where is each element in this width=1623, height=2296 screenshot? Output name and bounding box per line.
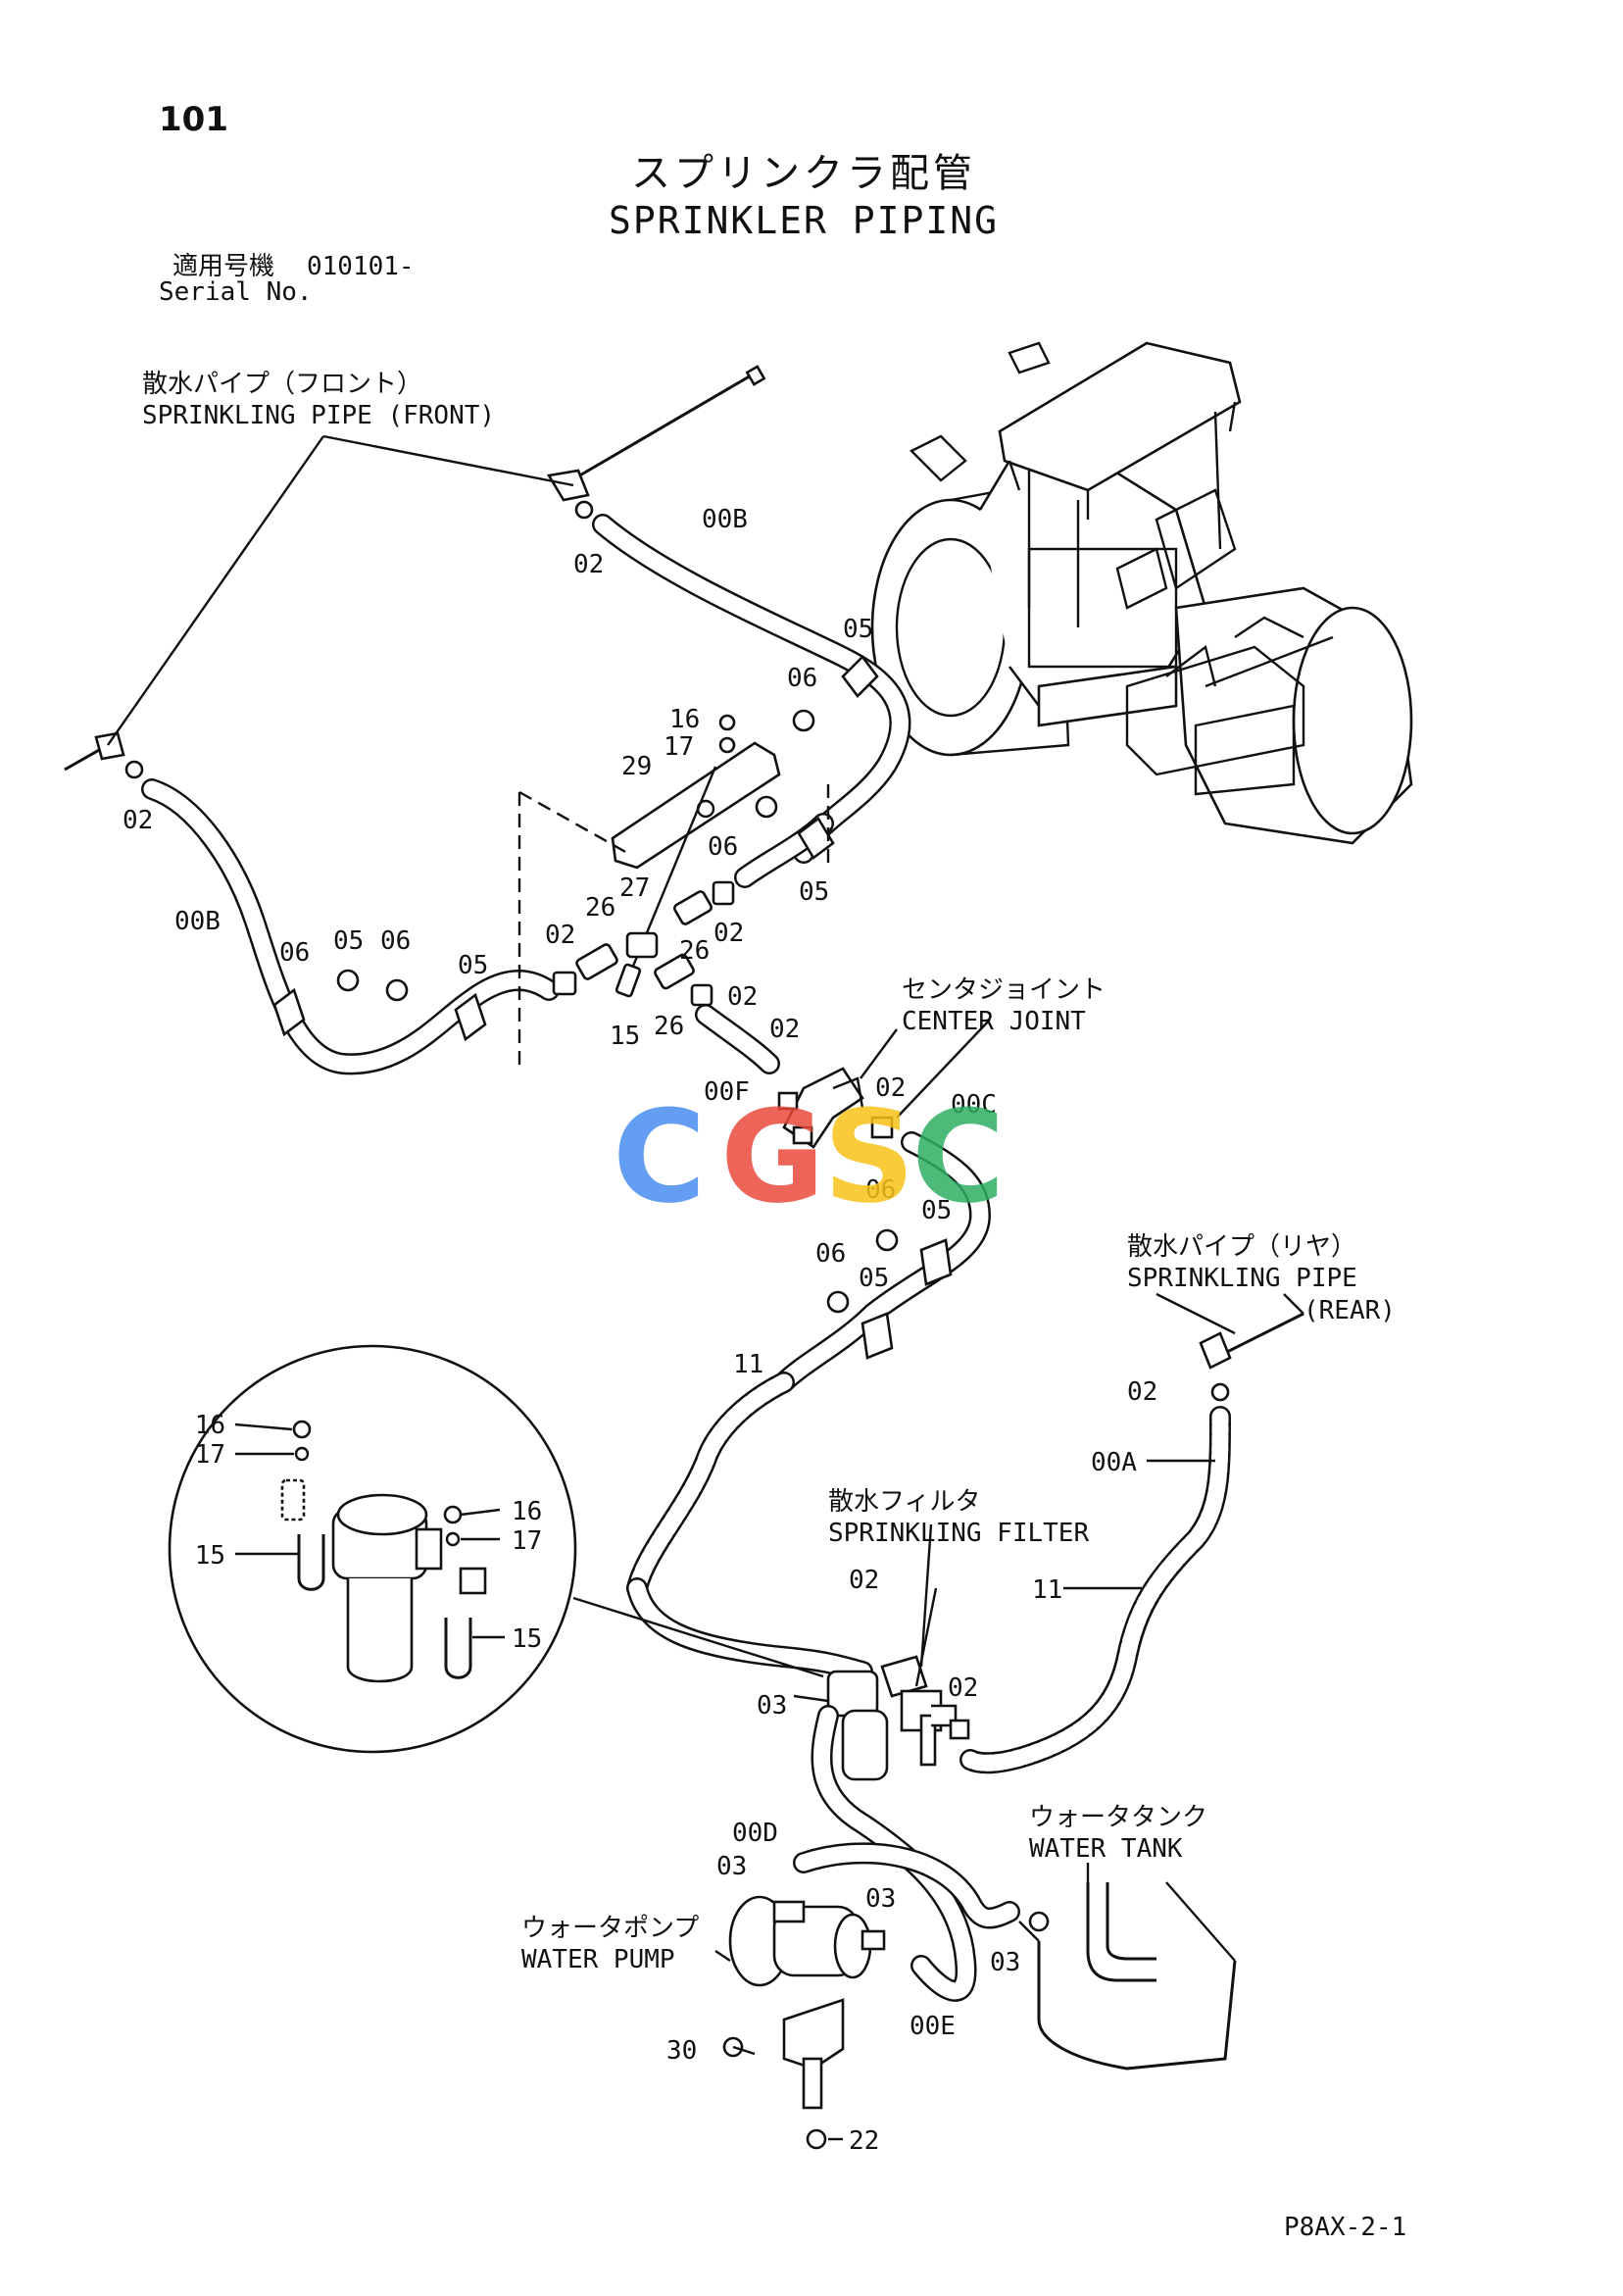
part-label: 00F (704, 1077, 750, 1107)
part-label: 02 (545, 921, 575, 950)
filter-label-japanese: 散水フィルタ (828, 1487, 980, 1517)
page-number: 101 (159, 100, 228, 139)
part-label: 02 (123, 806, 153, 835)
drawing-code: P8AX-2-1 (1284, 2213, 1406, 2242)
part-label: 00A (1091, 1448, 1137, 1477)
serial-label-japanese: 適用号機 (172, 252, 274, 281)
serial-label-english: Serial No. (159, 277, 313, 307)
cgsc-watermark: C G S C (613, 1082, 1005, 1231)
part-label: 06 (279, 938, 310, 968)
part-label: 06 (787, 664, 817, 693)
rear-pipe-label-english: SPRINKLING PIPE (1127, 1264, 1357, 1293)
filter-detail-circle (168, 1344, 577, 1754)
part-label: 05 (799, 877, 829, 907)
rear-sprinkling-pipe (1199, 1312, 1304, 1402)
part-label: 06 (815, 1239, 846, 1269)
front-sprinkling-pipe-upper (546, 365, 766, 520)
water-pump-label-english: WATER PUMP (521, 1945, 675, 1974)
part-label: 26 (585, 893, 615, 923)
rear-pipe-label-english-2: (REAR) (1303, 1296, 1396, 1325)
part-label: 06 (380, 926, 411, 956)
serial-value: 010101- (307, 252, 415, 281)
part-label: 29 (621, 752, 652, 781)
part-label: 15 (610, 1022, 640, 1051)
front-sprinkling-pipe-lower (64, 731, 144, 779)
bracket-29 (611, 741, 781, 870)
part-label: 02 (948, 1673, 978, 1703)
watermark-letter: G (720, 1082, 825, 1231)
detail-pointer (572, 1596, 824, 1678)
front-pipe-label-english: SPRINKLING PIPE (FRONT) (142, 401, 495, 430)
part-label: 02 (713, 919, 744, 948)
water-pump-label-japanese: ウォータポンプ (521, 1914, 699, 1943)
title-english: SPRINKLER PIPING (609, 199, 999, 242)
part-label: 22 (849, 2126, 879, 2156)
part-label: 26 (654, 1012, 684, 1041)
part-label: 03 (716, 1852, 747, 1881)
fitting-cluster (552, 880, 735, 1007)
part-label: 05 (333, 926, 364, 956)
rear-pipe-label-japanese: 散水パイプ（リヤ） (1127, 1232, 1356, 1262)
part-label: 17 (664, 732, 694, 762)
part-label: 02 (769, 1015, 800, 1044)
part-label: 02 (875, 1073, 906, 1103)
roller-machine-illustration (870, 341, 1413, 845)
part-label: 00B (702, 505, 748, 534)
watermark-letter: S (823, 1082, 915, 1231)
water-tank-label-english: WATER TANK (1029, 1834, 1183, 1864)
part-label: 15 (512, 1624, 542, 1654)
part-label: 30 (666, 2036, 697, 2066)
part-label: 15 (195, 1541, 225, 1571)
center-joint-label-english: CENTER JOINT (902, 1007, 1086, 1036)
part-label: 06 (865, 1175, 896, 1205)
part-number-labels: 00B 02 05 06 16 17 29 06 05 02 00B 06 05… (123, 505, 1157, 2156)
part-label: 26 (679, 936, 710, 966)
part-label: 16 (512, 1497, 542, 1526)
part-label: 11 (733, 1350, 763, 1379)
part-label: 00D (732, 1819, 778, 1848)
watermark-letter: C (613, 1082, 706, 1231)
part-label: 03 (865, 1884, 896, 1914)
part-label: 05 (921, 1196, 952, 1225)
assembly-guide-lines (517, 784, 830, 1069)
callout-leaders (714, 1028, 1236, 2141)
watermark-letter: C (911, 1082, 1005, 1231)
part-label: 02 (849, 1566, 879, 1595)
center-joint (777, 1067, 894, 1149)
part-label: 16 (669, 705, 700, 734)
center-joint-label-japanese: センタジョイント (902, 975, 1106, 1005)
part-label: 02 (573, 550, 604, 579)
part-label: 27 (619, 873, 650, 903)
part-label: 17 (512, 1526, 542, 1556)
part-label: 00B (174, 907, 221, 936)
front-pipe-label-japanese: 散水パイプ（フロント） (142, 370, 422, 399)
part-label: 17 (195, 1440, 225, 1470)
water-tank (1018, 1881, 1237, 2071)
filter-label-english: SPRINKLING FILTER (828, 1519, 1089, 1548)
part-label: 06 (708, 832, 738, 862)
part-label: 16 (195, 1411, 225, 1440)
part-label: 03 (757, 1691, 787, 1721)
front-pipe-leader (107, 434, 574, 746)
part-label: 05 (859, 1264, 889, 1293)
title-japanese: スプリンクラ配管 (631, 151, 976, 196)
water-pump (722, 1895, 886, 2150)
water-tank-label-japanese: ウォータタンク (1029, 1803, 1207, 1832)
part-label: 00E (910, 2012, 956, 2041)
part-label: 00C (951, 1090, 997, 1120)
part-label: 05 (843, 615, 873, 644)
part-label: 03 (990, 1948, 1020, 1977)
part-label: 02 (1127, 1377, 1157, 1407)
part-label: 05 (458, 951, 488, 980)
sprinkling-filter (826, 1655, 970, 1781)
part-label: 02 (727, 982, 758, 1012)
part-label: 11 (1032, 1575, 1062, 1605)
